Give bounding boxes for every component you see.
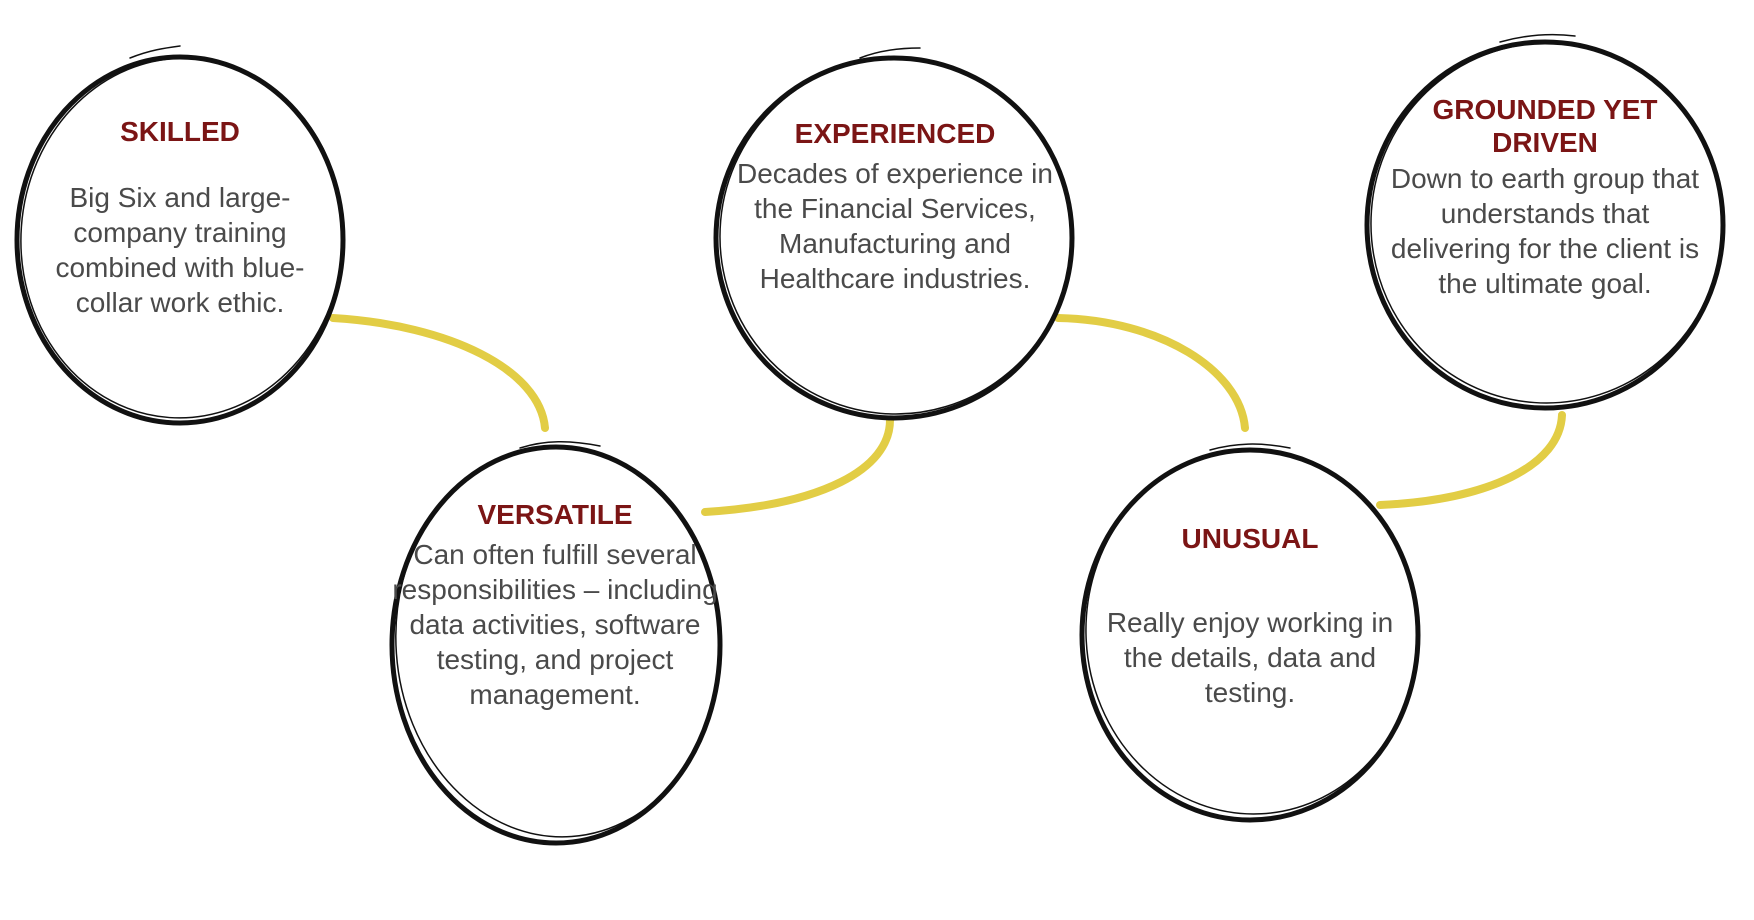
- node-versatile: VERSATILE Can often fulfill several resp…: [390, 498, 720, 712]
- node-circle-skilled: [14, 45, 346, 426]
- node-experienced: EXPERIENCED Decades of experience in the…: [730, 117, 1060, 296]
- node-unusual: UNUSUAL Really enjoy working in the deta…: [1100, 522, 1400, 710]
- node-description-versatile: Can often fulfill several responsibiliti…: [392, 539, 718, 710]
- node-description-skilled: Big Six and large-company training combi…: [55, 182, 305, 318]
- node-circle-unusual: [1079, 443, 1421, 823]
- node-circle-experienced: [713, 47, 1075, 421]
- connector-experienced-unusual: [1054, 314, 1249, 432]
- node-title-unusual: UNUSUAL: [1181, 523, 1319, 554]
- node-description-experienced: Decades of experience in the Financial S…: [737, 158, 1053, 294]
- node-description-grounded: Down to earth group that understands tha…: [1390, 163, 1700, 299]
- node-circle-grounded: [1364, 33, 1726, 411]
- node-title-grounded: GROUNDED YET DRIVEN: [1432, 94, 1658, 158]
- node-title-experienced: EXPERIENCED: [794, 118, 996, 149]
- connector-versatile-experienced: [701, 416, 894, 516]
- node-title-versatile: VERSATILE: [477, 499, 633, 530]
- connector-unusual-grounded: [1376, 411, 1566, 509]
- node-title-skilled: SKILLED: [120, 116, 240, 147]
- node-grounded: GROUNDED YET DRIVEN Down to earth group …: [1390, 93, 1700, 301]
- connector-skilled-versatile: [329, 314, 549, 432]
- node-circle-versatile: [389, 441, 723, 846]
- node-description-unusual: Really enjoy working in the details, dat…: [1106, 607, 1394, 708]
- node-skilled: SKILLED Big Six and large-company traini…: [30, 115, 330, 320]
